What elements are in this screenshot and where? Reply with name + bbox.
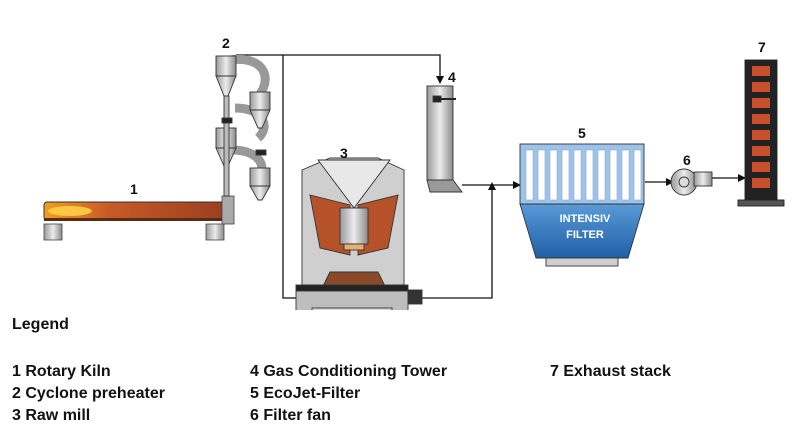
process-lines xyxy=(236,54,740,299)
label-6: 6 xyxy=(683,152,691,168)
label-7: 7 xyxy=(758,39,766,55)
legend-title: Legend xyxy=(12,316,69,333)
legend-column-2: 4 Gas Conditioning Tower 5 EcoJet-Filter… xyxy=(250,361,447,427)
legend-column-1: 1 Rotary Kiln 2 Cyclone preheater 3 Raw … xyxy=(12,361,165,427)
flow-arrows xyxy=(436,76,746,190)
legend-item-cyclone-preheater: 2 Cyclone preheater xyxy=(12,385,165,402)
filter-fan xyxy=(670,168,713,196)
legend-item-gas-conditioning-tower: 4 Gas Conditioning Tower xyxy=(250,363,448,380)
legend-item-raw-mill: 3 Raw mill xyxy=(12,407,91,424)
process-diagram: INTENSIV FILTER 1 2 3 4 5 6 7 xyxy=(43,35,785,310)
rotary-kiln xyxy=(43,195,235,241)
cyclone-preheater xyxy=(215,54,271,201)
raw-mill xyxy=(295,157,423,310)
label-5: 5 xyxy=(578,125,586,141)
legend-column-3: 7 Exhaust stack xyxy=(550,361,671,383)
gas-conditioning-tower xyxy=(426,85,463,193)
legend-item-filter-fan: 6 Filter fan xyxy=(250,407,331,424)
exhaust-stack xyxy=(737,59,785,207)
label-1: 1 xyxy=(130,181,138,197)
legend-item-ecojet-filter: 5 EcoJet-Filter xyxy=(250,385,361,402)
legend-item-exhaust-stack: 7 Exhaust stack xyxy=(550,363,671,380)
filter-text-line-2: FILTER xyxy=(566,229,604,241)
filter-text-line-1: INTENSIV xyxy=(560,213,611,225)
label-3: 3 xyxy=(340,145,348,161)
ecojet-filter: INTENSIV FILTER xyxy=(519,143,645,267)
label-2: 2 xyxy=(222,35,230,51)
label-4: 4 xyxy=(448,69,456,85)
legend-item-rotary-kiln: 1 Rotary Kiln xyxy=(12,363,111,380)
